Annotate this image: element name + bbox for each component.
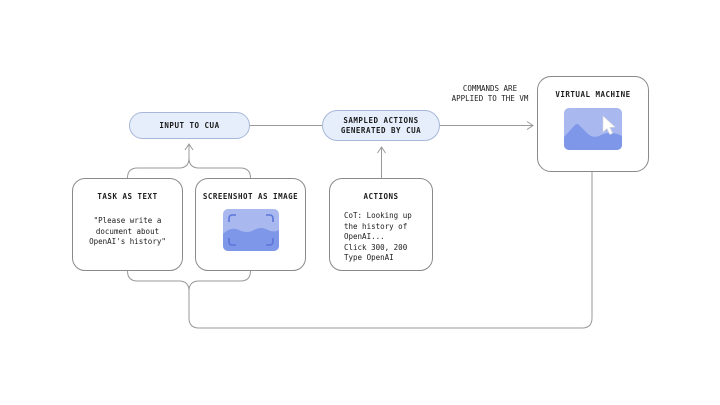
merge-brace-top [127, 144, 251, 179]
input-to-cua-node: INPUT TO CUA [129, 112, 250, 139]
arrowhead-right-icon [526, 121, 534, 130]
actions-body-line1: CoT: Looking up [344, 211, 412, 220]
input-to-cua-label: INPUT TO CUA [159, 120, 220, 130]
sampled-actions-label-line1: SAMPLED ACTIONS [343, 115, 419, 125]
commands-applied-edge-label: COMMANDS ARE APPLIED TO THE VM [433, 84, 547, 103]
sampled-actions-label-line2: GENERATED BY CUA [340, 125, 422, 135]
task-body-line3: OpenAI's history" [89, 237, 166, 246]
screenshot-as-image-title: SCREENSHOT AS IMAGE [202, 192, 299, 201]
viewfinder-brackets-icon [227, 214, 274, 246]
edge-label-line2: APPLIED TO THE VM [451, 93, 529, 103]
arrowhead-up-icon [184, 143, 194, 151]
task-as-text-title: TASK AS TEXT [97, 192, 158, 201]
actions-title: ACTIONS [363, 192, 399, 201]
virtual-machine-node: VIRTUAL MACHINE [537, 76, 649, 172]
task-as-text-node: TASK AS TEXT "Please write a document ab… [72, 178, 183, 271]
virtual-machine-title: VIRTUAL MACHINE [555, 90, 631, 99]
actions-body-line2: the history of [344, 221, 408, 231]
edge-label-line1: COMMANDS ARE [462, 84, 518, 93]
actions-node: ACTIONS CoT: Looking up the history of O… [329, 178, 433, 271]
actions-body-line3: OpenAI... [344, 232, 385, 241]
mouse-cursor-icon [602, 115, 616, 135]
screenshot-as-image-node: SCREENSHOT AS IMAGE [195, 178, 306, 271]
sampled-actions-node: SAMPLED ACTIONS GENERATED BY CUA [322, 110, 440, 141]
task-body-line1: "Please write a [93, 216, 162, 225]
framed-image-icon [222, 209, 279, 255]
screen-image-icon [564, 108, 622, 154]
actions-body-line4: Click 300, 200 [344, 242, 408, 252]
arrowhead-up-icon [377, 146, 386, 154]
actions-body-line5: Type OpenAI [344, 253, 394, 262]
edge-vm-feedback-loop [127, 172, 593, 329]
task-body-line2: document about [95, 226, 160, 236]
